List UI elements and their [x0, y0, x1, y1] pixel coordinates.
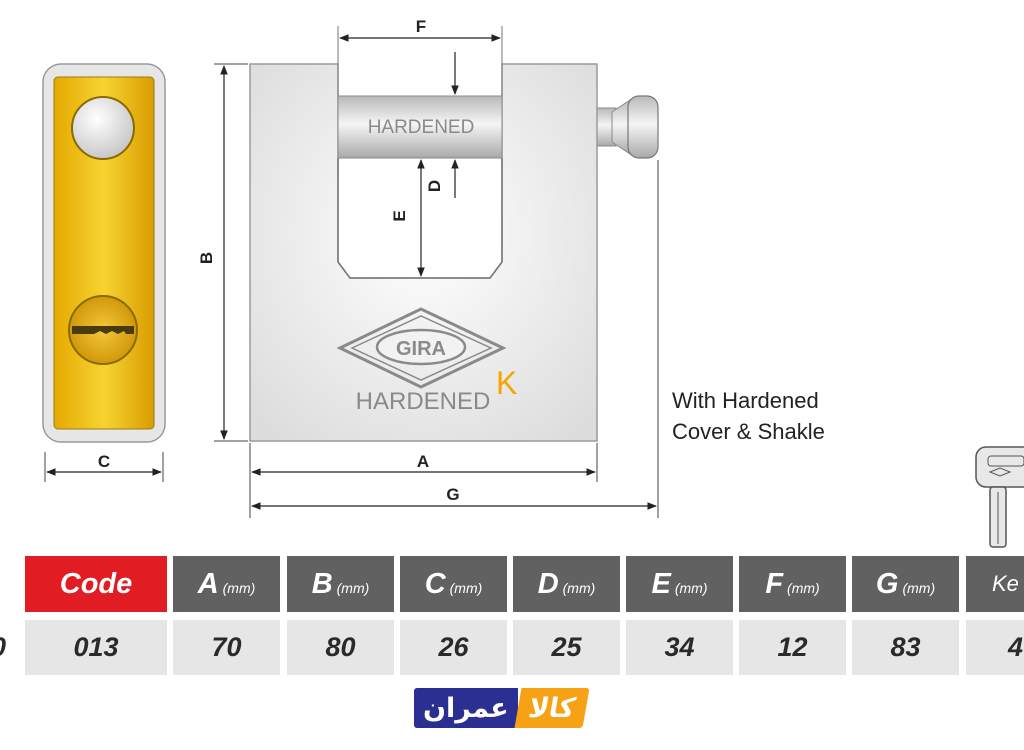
- header-d: D(mm): [513, 556, 620, 612]
- dim-label-f: E: [390, 210, 409, 221]
- brand-logo: عمران کالا: [414, 688, 590, 728]
- body-hardened-label: HARDENED: [356, 388, 491, 415]
- brand-suffix: K: [496, 365, 517, 401]
- feature-note: With Hardened Cover & Shakle: [672, 385, 825, 447]
- header-code: Code: [25, 556, 167, 612]
- gira-emblem: GIRA: [336, 307, 507, 389]
- logo-blue-part: عمران: [414, 688, 518, 728]
- padlock-diagram: C HARDENED GIRA HARDENED K F D: [42, 17, 1024, 548]
- dim-label-c: C: [98, 452, 110, 471]
- value-a: 70: [173, 620, 280, 675]
- logo-orange-part: کالا: [514, 688, 590, 728]
- header-a: A(mm): [173, 556, 280, 612]
- feature-line-1: With Hardened: [672, 388, 819, 413]
- dim-label-g: G: [446, 485, 459, 504]
- hardened-shackle: [337, 95, 503, 159]
- header-c: C(mm): [400, 556, 507, 612]
- header-e: E(mm): [626, 556, 733, 612]
- value-c: 26: [400, 620, 507, 675]
- shackle-hole: [71, 96, 135, 160]
- header-b: B(mm): [287, 556, 394, 612]
- front-view: HARDENED GIRA HARDENED K F D E B A: [197, 17, 659, 518]
- shackle-hardened-label: HARDENED: [368, 117, 475, 138]
- dim-label-d: D: [425, 180, 444, 192]
- header-f: F(mm): [739, 556, 846, 612]
- left-edge-fragment: 0: [0, 620, 6, 675]
- value-code: 013: [25, 620, 167, 675]
- value-d: 25: [513, 620, 620, 675]
- value-key: 4: [966, 620, 1024, 675]
- plunger-knob: [627, 95, 659, 159]
- header-g: G(mm): [852, 556, 959, 612]
- value-g: 83: [852, 620, 959, 675]
- dim-label-e: F: [416, 17, 426, 36]
- key-icon: [975, 446, 1024, 548]
- svg-text:GIRA: GIRA: [396, 338, 446, 360]
- feature-line-2: Cover & Shakle: [672, 419, 825, 444]
- dim-label-a: A: [417, 452, 429, 471]
- keyway-icon: [72, 326, 134, 334]
- header-key: Ke: [966, 556, 1024, 612]
- side-view: C: [42, 63, 166, 482]
- value-e: 34: [626, 620, 733, 675]
- value-b: 80: [287, 620, 394, 675]
- value-f: 12: [739, 620, 846, 675]
- dim-label-b: B: [197, 252, 216, 264]
